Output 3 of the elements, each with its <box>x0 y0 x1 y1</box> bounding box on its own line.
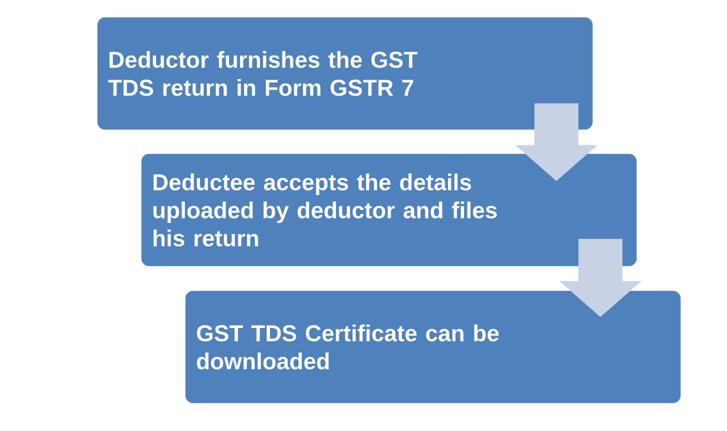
process-box: Deductor furnishes the GST TDS return in Form GSTR 7 <box>96 16 594 130</box>
process-box: Deductee accepts the details uploaded by deductor and files his return <box>140 153 638 267</box>
process-box: GST TDS Certificate can be downloaded <box>184 290 682 404</box>
